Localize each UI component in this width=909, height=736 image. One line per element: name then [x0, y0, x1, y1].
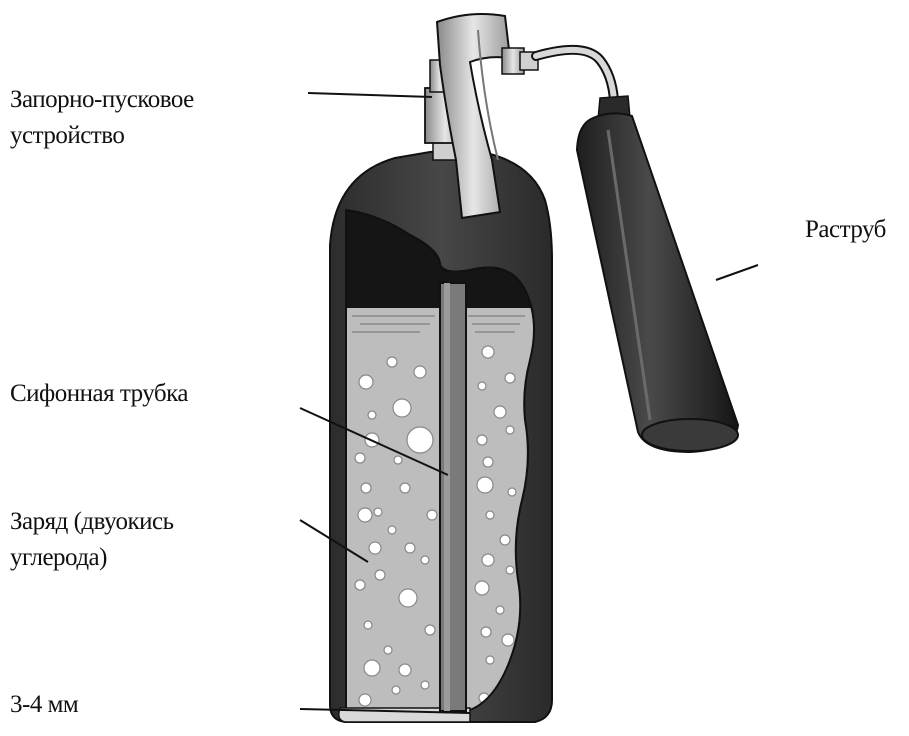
bubble [506, 426, 514, 434]
horn-nozzle [577, 96, 738, 452]
siphon-tube [440, 283, 466, 711]
label-wall-thickness: 3-4 мм [10, 687, 78, 723]
bubble [425, 625, 435, 635]
bubble [392, 686, 400, 694]
leader-horn [716, 265, 758, 280]
label-charge-line-2: углерода) [10, 540, 173, 576]
label-charge: Заряд (двуокись углерода) [10, 504, 173, 576]
bubble [384, 646, 392, 654]
bubble [421, 681, 429, 689]
bubble [394, 456, 402, 464]
bubble [359, 694, 371, 706]
bubble [407, 427, 433, 453]
bubble [475, 581, 489, 595]
bubble [486, 656, 494, 664]
bubble [355, 453, 365, 463]
bubble [500, 535, 510, 545]
label-valve-line-1: Запорно-пусковое [10, 82, 194, 118]
bubble [481, 627, 491, 637]
label-horn: Раструб [805, 212, 886, 248]
bubble [505, 373, 515, 383]
label-valve-line-2: устройство [10, 118, 194, 154]
bubble [399, 589, 417, 607]
bubble [359, 375, 373, 389]
bubble [482, 554, 494, 566]
label-siphon-tube: Сифонная трубка [10, 376, 188, 412]
bubble [388, 526, 396, 534]
bubble [361, 483, 371, 493]
bubble [477, 477, 493, 493]
bubble [405, 543, 415, 553]
leader-valve [308, 93, 432, 97]
discharge-hose [536, 50, 614, 100]
bubble [374, 508, 382, 516]
bubble [364, 660, 380, 676]
bubble [400, 483, 410, 493]
bubble [421, 556, 429, 564]
bubble [358, 508, 372, 522]
bubble [506, 566, 514, 574]
bubble [482, 346, 494, 358]
bubble [494, 406, 506, 418]
bubble [399, 664, 411, 676]
bubble [369, 542, 381, 554]
bubble [477, 435, 487, 445]
bubble [486, 511, 494, 519]
bubble [375, 570, 385, 580]
bubble [502, 634, 514, 646]
bubble [387, 357, 397, 367]
bubble [496, 606, 504, 614]
bubble [483, 457, 493, 467]
bubble [414, 366, 426, 378]
bubble [393, 399, 411, 417]
bubble [478, 382, 486, 390]
bubble [355, 580, 365, 590]
bubble [508, 488, 516, 496]
label-charge-line-1: Заряд (двуокись [10, 504, 173, 540]
bubble [368, 411, 376, 419]
bubble [427, 510, 437, 520]
bubble [364, 621, 372, 629]
label-valve: Запорно-пусковое устройство [10, 82, 194, 154]
